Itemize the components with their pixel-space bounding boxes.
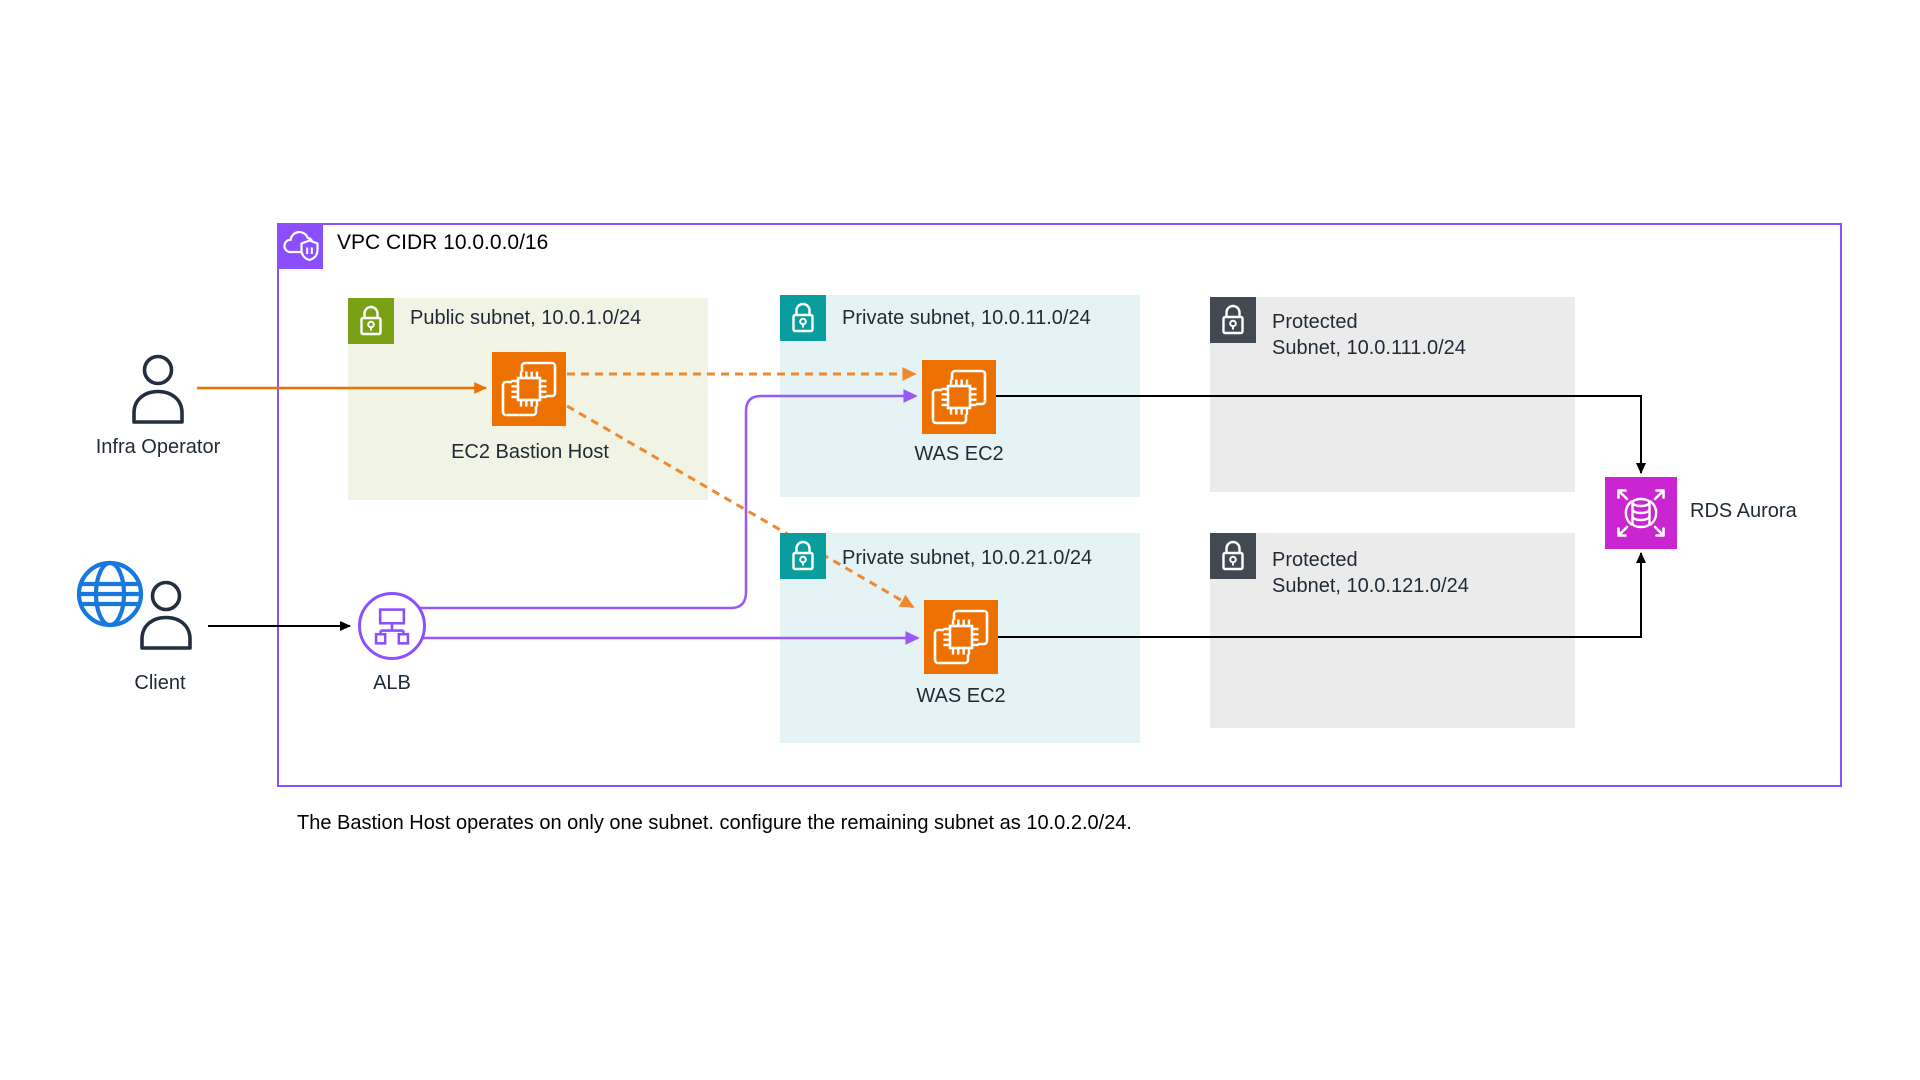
protected-subnet1-label-line1: Protected (1272, 311, 1358, 333)
client-person-icon (132, 576, 200, 657)
private-subnet2-lock-icon (780, 533, 826, 579)
protected-subnet2-lock-icon (1210, 533, 1256, 579)
private-subnet1-label: Private subnet, 10.0.11.0/24 (842, 307, 1091, 329)
bastion-label: EC2 Bastion Host (451, 441, 609, 463)
protected-subnet2-label: Protected Subnet, 10.0.121.0/24 (1272, 547, 1469, 599)
infra-operator-label: Infra Operator (95, 436, 221, 458)
protected-subnet1-label-line2: Subnet, 10.0.111.0/24 (1272, 337, 1466, 359)
client-label: Client (134, 672, 186, 694)
protected-subnet2-label-line2: Subnet, 10.0.121.0/24 (1272, 575, 1469, 597)
ec2-bastion-host-icon (492, 352, 566, 426)
was-ec2-1-icon (922, 360, 996, 434)
alb-load-balancer-icon (358, 592, 426, 660)
protected-subnet1-lock-icon (1210, 297, 1256, 343)
vpc-cloud-shield-icon (277, 223, 323, 269)
vpc-title: VPC CIDR 10.0.0.0/16 (337, 231, 549, 254)
protected-subnet2-label-line1: Protected (1272, 549, 1358, 571)
public-subnet-label: Public subnet, 10.0.1.0/24 (410, 307, 642, 329)
vpc-container (277, 223, 1842, 787)
private-subnet1-lock-icon (780, 295, 826, 341)
protected-subnet1-label: Protected Subnet, 10.0.111.0/24 (1272, 309, 1466, 361)
diagram-note: The Bastion Host operates on only one su… (297, 812, 1132, 834)
was-ec2-2-label: WAS EC2 (916, 685, 1006, 707)
infra-operator-person-icon (124, 350, 192, 431)
rds-aurora-icon (1605, 477, 1677, 549)
alb-label: ALB (373, 672, 411, 694)
client-globe-icon (74, 558, 146, 635)
public-subnet-lock-icon (348, 298, 394, 344)
was-ec2-1-label: WAS EC2 (914, 443, 1004, 465)
rds-aurora-label: RDS Aurora (1690, 500, 1797, 522)
private-subnet2-label: Private subnet, 10.0.21.0/24 (842, 547, 1093, 569)
was-ec2-2-icon (924, 600, 998, 674)
